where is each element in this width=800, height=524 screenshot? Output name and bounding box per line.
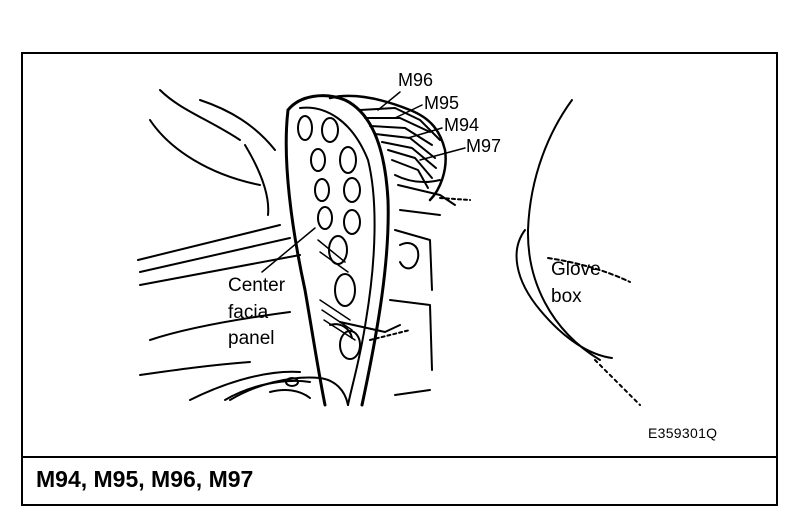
label-glove-line1: Glove — [551, 259, 601, 280]
leader-m95 — [394, 104, 423, 119]
figure-id: E359301Q — [648, 425, 718, 441]
caption-divider — [21, 456, 778, 458]
leader-lines — [261, 91, 466, 273]
leader-center-facia — [261, 227, 316, 273]
figure-frame — [21, 52, 778, 506]
label-m96: M96 — [398, 70, 434, 90]
label-m94: M94 — [444, 115, 480, 135]
label-center-line3: panel — [228, 328, 275, 349]
leader-m96 — [377, 91, 401, 111]
label-center-line1: Center — [228, 275, 286, 296]
center-facia-panel — [284, 94, 411, 407]
label-m97: M97 — [466, 136, 502, 156]
label-m95: M95 — [424, 93, 460, 113]
connector-caption: M94, M95, M96, M97 — [36, 466, 254, 492]
connector-bundle — [328, 94, 471, 396]
lower-console — [229, 376, 349, 406]
label-glove-line2: box — [551, 286, 582, 307]
dash-upper-lines — [137, 89, 311, 401]
leader-m97 — [419, 147, 466, 161]
label-center-line2: facia — [228, 302, 269, 323]
leader-m94 — [407, 127, 443, 139]
glove-box-outline — [515, 99, 641, 406]
